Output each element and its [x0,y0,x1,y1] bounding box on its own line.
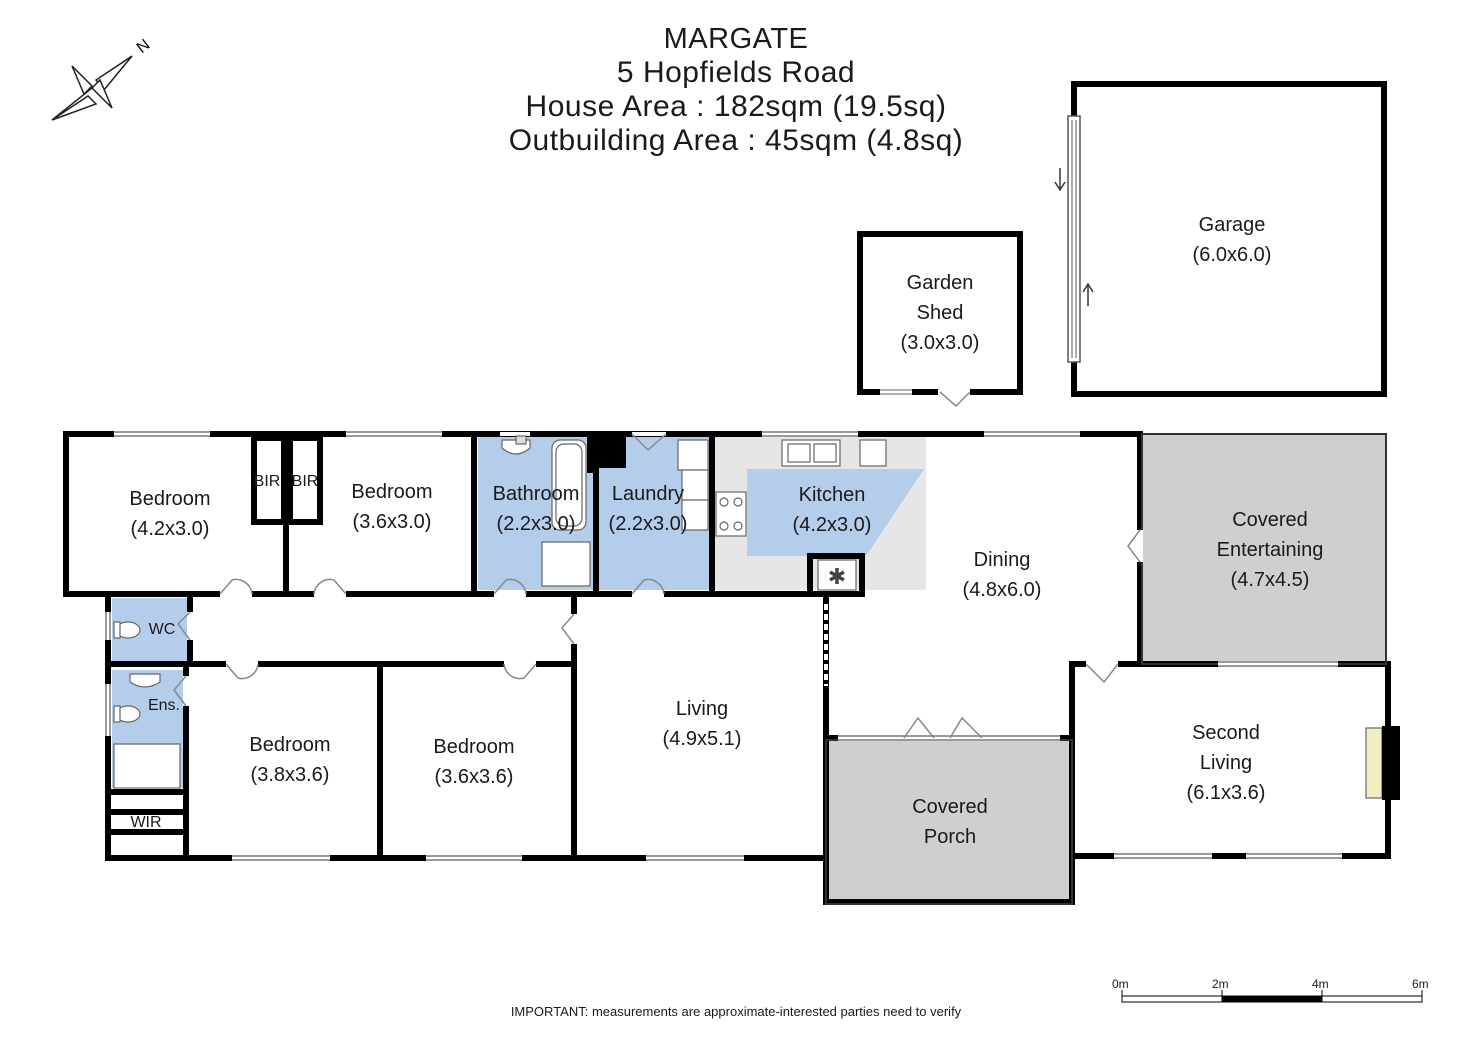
room-garden-shed: Garden Shed (3.0x3.0) [900,272,980,354]
room-wc: WC [148,621,176,638]
room-bedroom-3: Bedroom (3.8x3.6) [249,734,331,786]
room-covered-entertaining: Covered Entertaining (4.7x4.5) [1216,509,1324,591]
ensuite-basin-icon [129,673,161,688]
scale-tick-2: 2m [1212,977,1229,991]
fridge-icon [817,559,857,591]
address-title: 5 Hopfields Road [616,56,856,89]
garage-door-arrow-up-icon [1082,282,1094,306]
room-living: Living (4.9x5.1) [662,698,742,750]
house-area-text: House Area : 182sqm (19.5sq) [525,90,947,123]
washer-icon [681,469,709,501]
garage-door-arrow-down-icon [1054,168,1066,192]
room-kitchen: Kitchen (4.2x3.0) [792,484,872,536]
scale-tick-4: 4m [1312,977,1329,991]
room-bedroom-1: Bedroom (4.2x3.0) [129,488,211,540]
compass-icon: N [51,36,154,121]
room-bir-2: BIR [291,473,319,490]
room-laundry: Laundry (2.2x3.0) [608,483,688,535]
room-dining: Dining (4.8x6.0) [962,549,1042,601]
windows [105,431,1342,861]
scale-bar [1121,990,1423,1003]
outbuilding-area-text: Outbuilding Area : 45sqm (4.8sq) [508,124,964,157]
cooktop-icon [715,491,747,537]
plan-title-block: MARGATE 5 Hopfields Road House Area : 18… [0,22,1472,158]
room-bathroom: Bathroom (2.2x3.0) [492,483,580,535]
compass-north-label: N [134,36,154,57]
dishwasher-icon [859,439,887,467]
covered-porch-floor [826,740,1072,904]
scale-tick-6: 6m [1412,977,1429,991]
garage [1054,81,1387,397]
kitchen-bench-area [747,469,924,556]
room-garage: Garage (6.0x6.0) [1192,214,1272,266]
dryer-icon [681,499,709,531]
disclaimer-note: IMPORTANT: measurements are approximate-… [510,1004,962,1019]
room-covered-porch: Covered Porch [912,796,988,848]
garden-shed [857,231,1023,408]
room-ensuite: Ens. [147,697,180,714]
ensuite-shower-icon [113,743,181,789]
room-bedroom-2: Bedroom (3.6x3.0) [351,481,433,533]
fireplace-icon [1365,727,1383,799]
laundry-tub-icon [677,439,709,471]
room-bedroom-4: Bedroom (3.6x3.6) [433,736,515,788]
room-second-living: Second Living (6.1x3.6) [1186,722,1266,804]
room-wir: WIR [130,814,162,831]
scale-tick-0: 0m [1112,977,1129,991]
covered-entertaining-floor [1142,434,1386,664]
suburb-title: MARGATE [663,23,809,55]
doors [173,433,1143,739]
fixtures: ✱ [113,435,1400,800]
room-bir-1: BIR [253,473,281,490]
shower-icon [541,541,591,587]
svg-text:✱: ✱ [828,565,846,590]
